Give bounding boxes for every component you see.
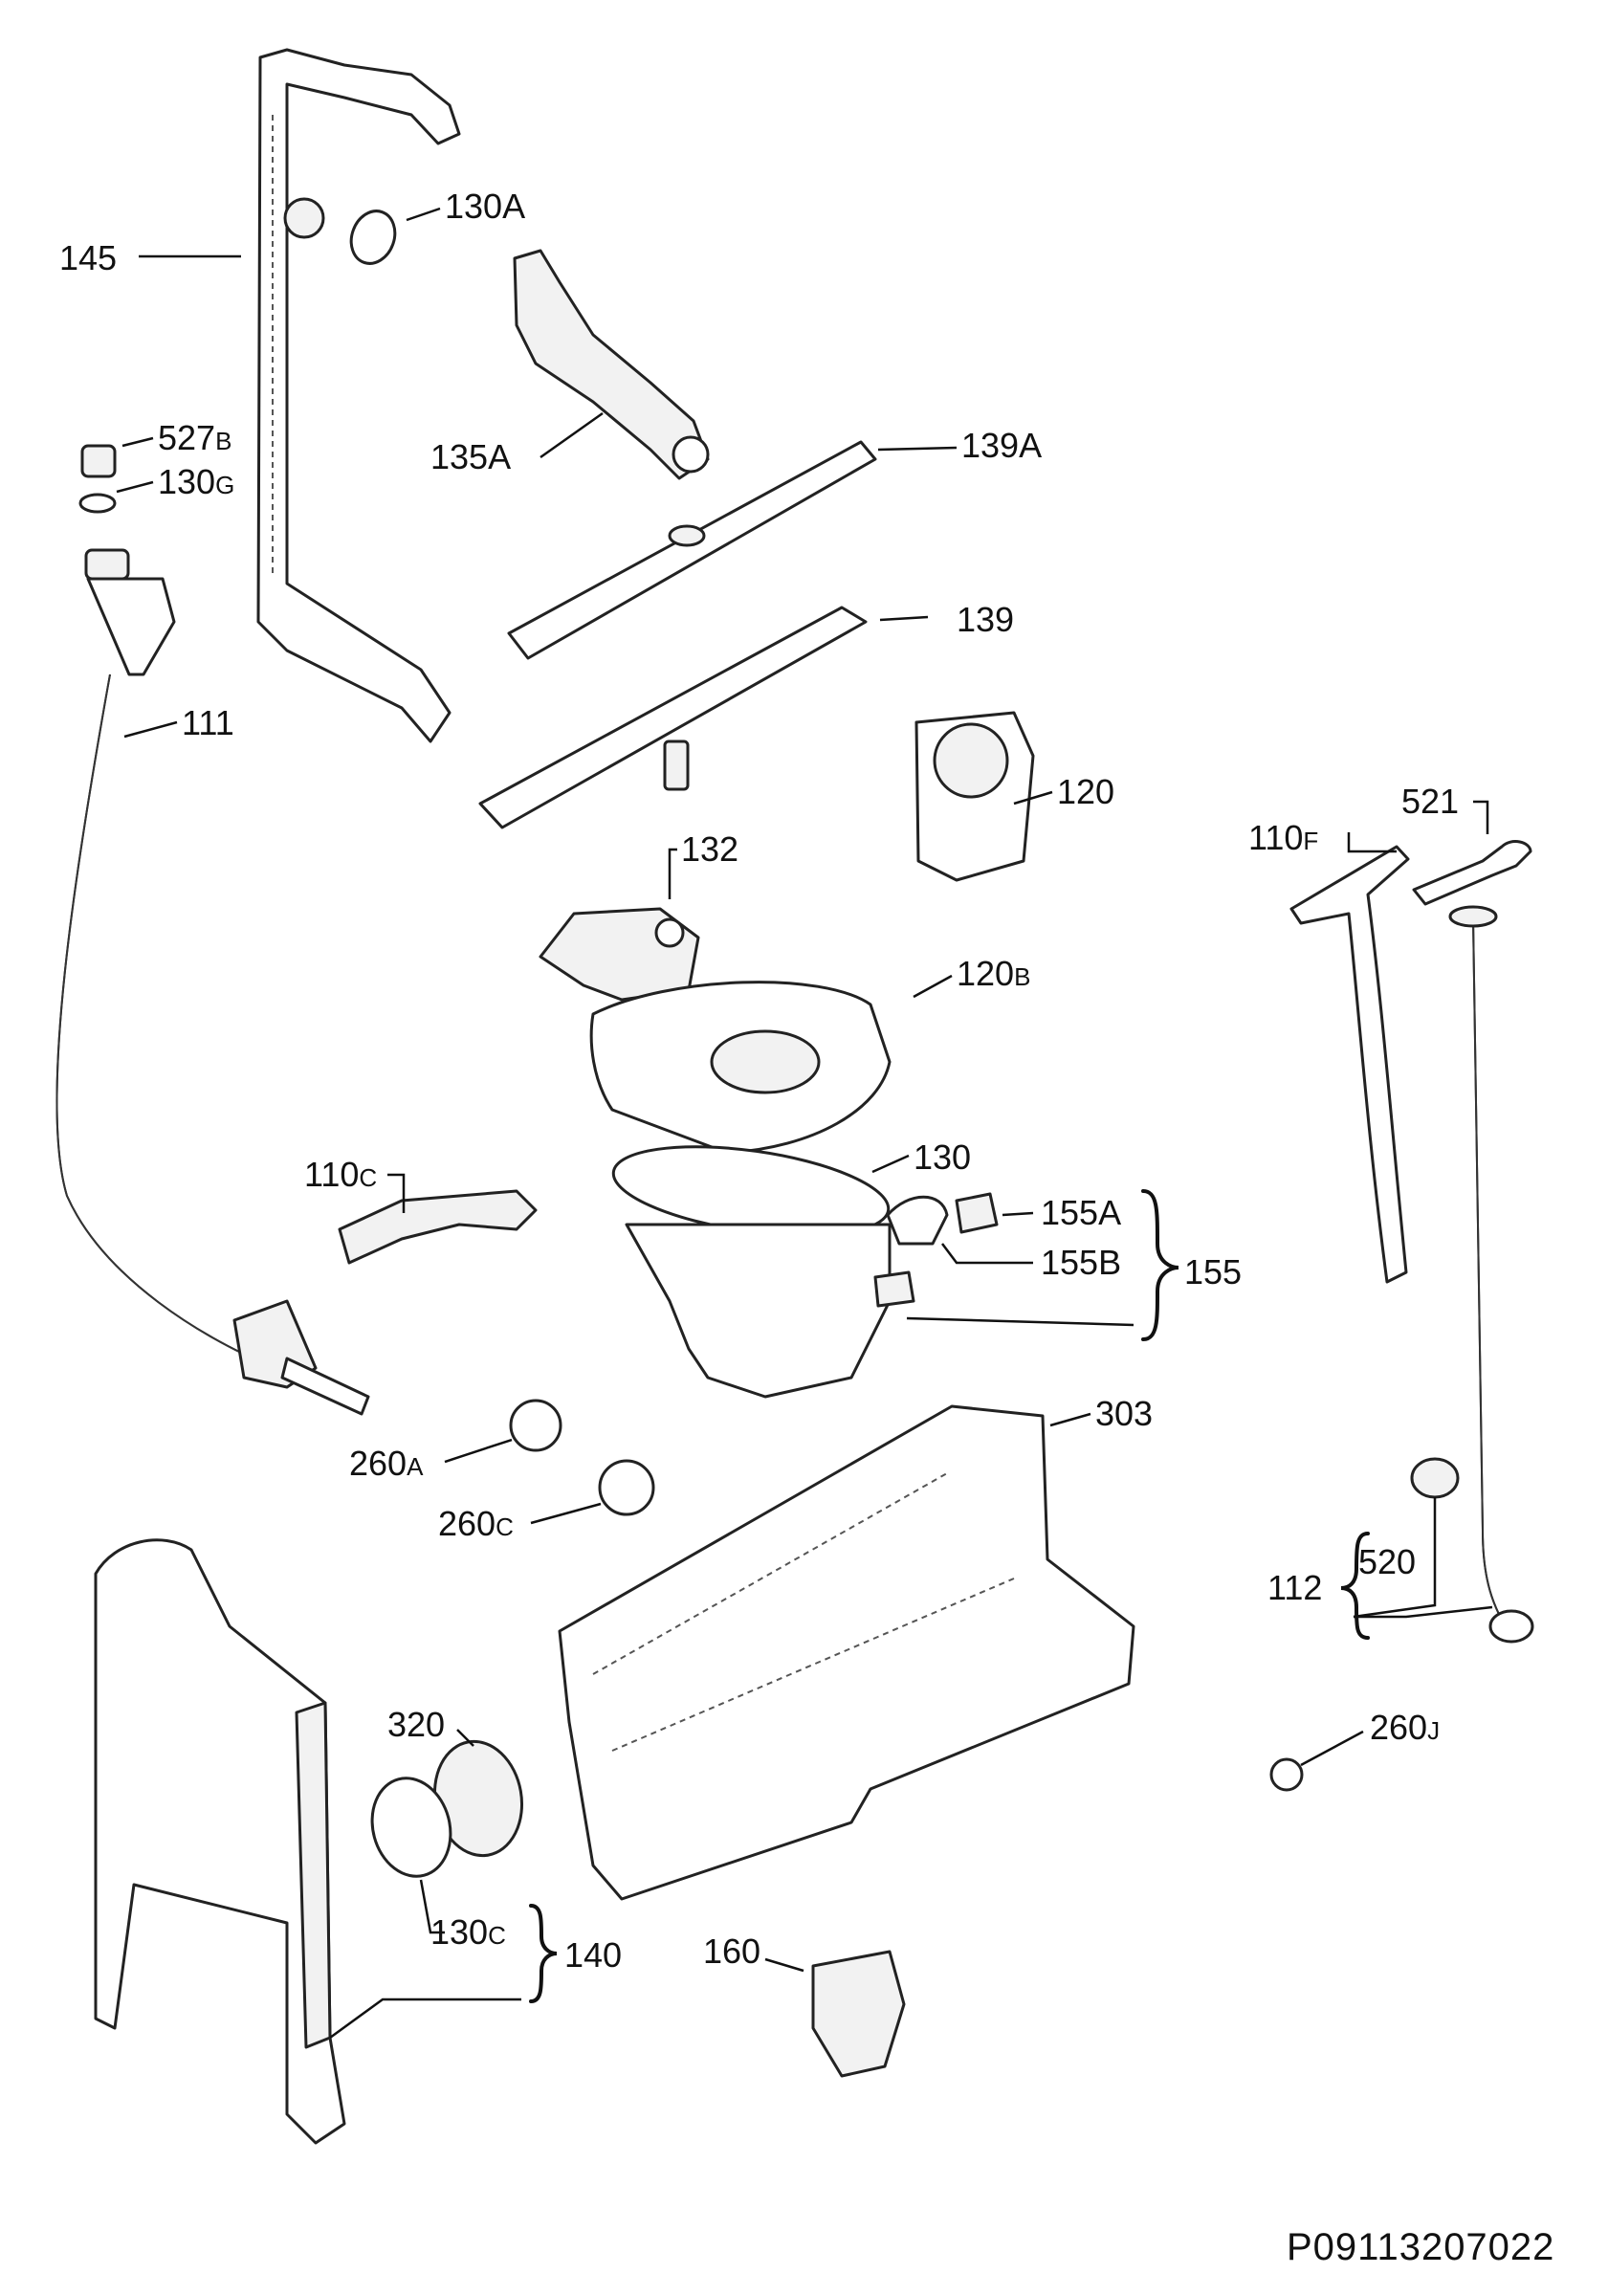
- part-139A-spray-arm[interactable]: [507, 440, 877, 660]
- part-260J-clamp[interactable]: [1269, 1757, 1304, 1792]
- part-111-inlet-hose[interactable]: [55, 548, 370, 1416]
- label-130A: 130A: [445, 187, 525, 226]
- brace-140: [529, 1904, 558, 2003]
- part-110C-hose[interactable]: [338, 1189, 538, 1265]
- part-120B-filter-plate[interactable]: [589, 981, 892, 1155]
- label-139A: 139A: [961, 426, 1042, 465]
- leader-lines: [116, 207, 1493, 2040]
- label-140: 140: [564, 1935, 622, 1975]
- part-303-base[interactable]: [558, 1404, 1135, 1901]
- part-112-drain-hose[interactable]: [1448, 905, 1534, 1644]
- brace-155: [1141, 1189, 1179, 1341]
- label-110C: 110C: [304, 1155, 377, 1194]
- part-521-component[interactable]: [1412, 840, 1532, 906]
- part-110F-hose[interactable]: [1289, 845, 1410, 1284]
- part-135A-upper-spray-arm[interactable]: [513, 249, 710, 480]
- label-120B: 120B: [957, 954, 1030, 993]
- part-160-component[interactable]: [811, 1950, 906, 2078]
- label-135A: 135A: [430, 437, 511, 476]
- label-527B: 527B: [158, 418, 231, 457]
- label-155B: 155B: [1041, 1243, 1121, 1282]
- label-521: 521: [1401, 782, 1459, 821]
- label-260A: 260A: [349, 1444, 424, 1483]
- label-139: 139: [957, 600, 1014, 639]
- part-139-lower-spray-arm[interactable]: [478, 606, 868, 829]
- part-155A-component[interactable]: [955, 1192, 999, 1234]
- part-527B-cap[interactable]: [80, 444, 117, 478]
- label-130G: 130G: [158, 462, 234, 501]
- part-155B-component[interactable]: [886, 1195, 949, 1246]
- label-130: 130: [914, 1137, 971, 1177]
- part-155-sump[interactable]: [625, 1223, 915, 1399]
- label-320: 320: [387, 1705, 445, 1744]
- label-303: 303: [1095, 1394, 1153, 1433]
- brace-112: [1340, 1532, 1370, 1640]
- label-260C: 260C: [438, 1504, 514, 1543]
- part-130A-o-ring[interactable]: [344, 205, 402, 270]
- label-260J: 260J: [1370, 1708, 1440, 1747]
- label-132: 132: [681, 829, 738, 869]
- part-260C-clamp[interactable]: [598, 1459, 655, 1516]
- label-120: 120: [1057, 772, 1114, 811]
- label-155A: 155A: [1041, 1193, 1121, 1232]
- label-130C: 130C: [430, 1912, 506, 1952]
- label-111: 111: [182, 703, 234, 742]
- part-520-component[interactable]: [1410, 1457, 1460, 1499]
- label-155: 155: [1184, 1252, 1242, 1292]
- label-110F: 110F: [1248, 818, 1318, 857]
- label-160: 160: [703, 1932, 760, 1971]
- part-260A-clamp[interactable]: [509, 1399, 562, 1452]
- part-130G-seal[interactable]: [78, 493, 117, 514]
- label-145: 145: [59, 238, 117, 277]
- part-140-side-panel[interactable]: [94, 1538, 346, 2145]
- part-132-component[interactable]: [539, 907, 700, 1002]
- label-520: 520: [1358, 1542, 1416, 1581]
- part-130C-seal[interactable]: [362, 1769, 461, 1885]
- diagram-code: P09113207022: [1287, 2226, 1554, 2268]
- part-labels: 145 130A 527B 130G 135A 139A 139 111 120…: [59, 187, 1459, 1975]
- part-120-filter[interactable]: [914, 711, 1035, 882]
- label-112: 112: [1267, 1568, 1322, 1607]
- part-145-supply-pipe[interactable]: [256, 48, 461, 743]
